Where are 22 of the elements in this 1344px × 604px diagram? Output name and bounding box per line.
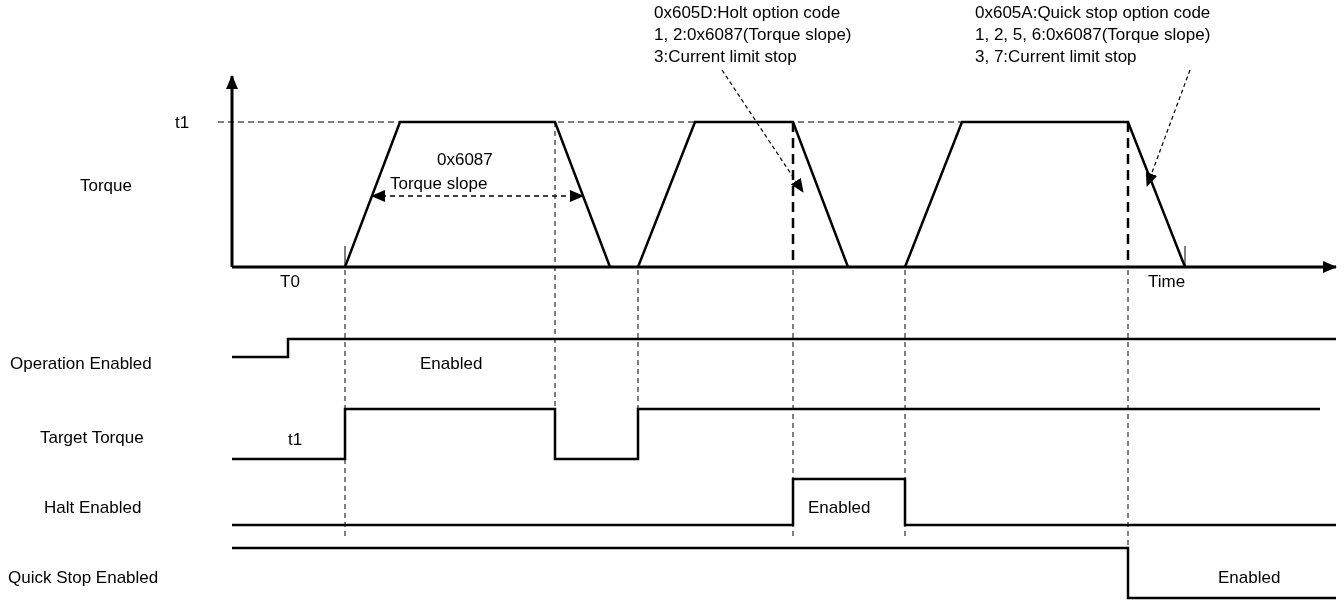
signal-name: Halt Enabled	[44, 498, 142, 518]
state-label: Enabled	[808, 498, 871, 518]
parameter-label: Torque slope	[390, 174, 488, 194]
time-label: T0	[280, 272, 300, 292]
annotation-text: 3, 7:Current limit stop	[975, 46, 1138, 68]
annotation-text: 1, 2:0x6087(Torque slope)	[654, 24, 852, 46]
signal-name: Operation Enabled	[10, 354, 152, 374]
axis-title: Time	[1148, 272, 1186, 292]
axis-value: t1	[175, 113, 190, 133]
parameter-label: 0x6087	[437, 150, 493, 170]
leader-line	[1145, 69, 1191, 187]
signal-name: Target Torque	[40, 428, 144, 448]
annotation-heading: 0x605A:Quick stop option code	[975, 2, 1211, 24]
annotation-text: 3:Current limit stop	[654, 46, 798, 68]
leader-line	[721, 69, 804, 193]
value-label: t1	[288, 430, 303, 450]
state-label: Enabled	[420, 354, 483, 374]
signal-name: Quick Stop Enabled	[8, 568, 159, 588]
annotation-heading: 0x605D:Holt option code	[654, 2, 842, 24]
axis-title: Torque	[80, 176, 132, 196]
annotation-text: 1, 2, 5, 6:0x6087(Torque slope)	[975, 24, 1211, 46]
state-label: Enabled	[1218, 568, 1281, 588]
